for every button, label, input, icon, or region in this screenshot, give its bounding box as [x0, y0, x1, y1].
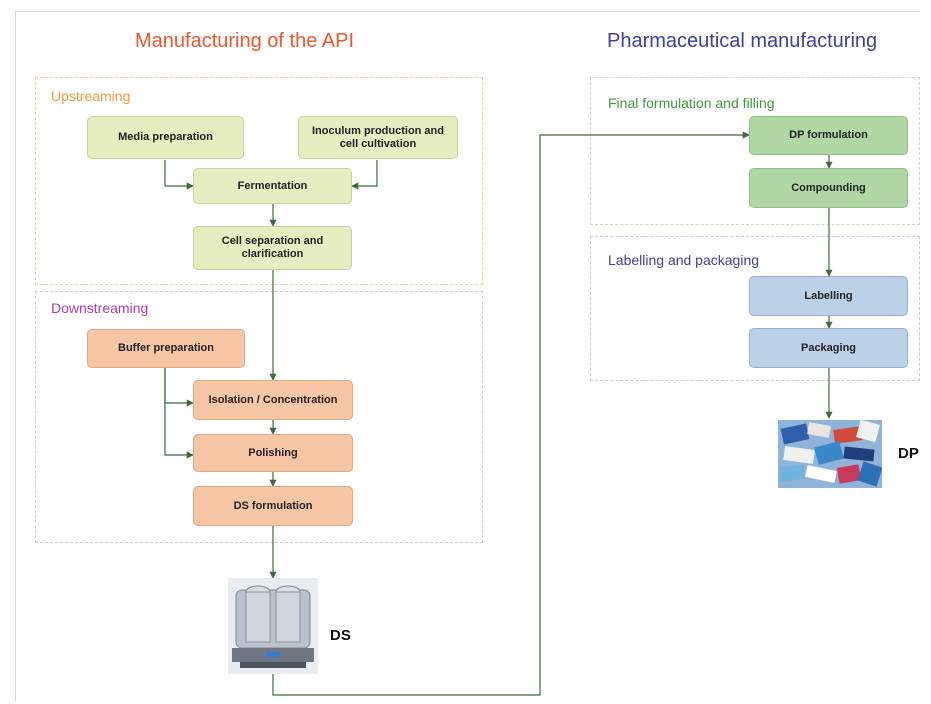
arrow-buffer-to-polishing: [164, 368, 194, 459]
arrow-buffer-to-isolation: [164, 368, 194, 407]
diagram-frame: [15, 11, 920, 701]
arrow-inoculum-to-fermentation: [351, 160, 378, 190]
section-final-formulation: [590, 77, 920, 225]
step-buffer-preparation: Buffer preparation: [87, 329, 245, 368]
step-cell-separation: Cell separation and clarification: [193, 226, 352, 270]
heading-pharma: Pharmaceutical manufacturing: [607, 30, 878, 52]
step-dp-formulation: DP formulation: [749, 116, 908, 155]
step-inoculum-production: Inoculum production and cell cultivation: [298, 116, 458, 159]
section-label-downstreaming: Downstreaming: [51, 300, 149, 316]
connector-ds-to-dp-formulation: [272, 131, 750, 696]
step-packaging: Packaging: [749, 328, 908, 368]
section-label-upstreaming: Upstreaming: [51, 88, 131, 104]
step-polishing: Polishing: [193, 434, 353, 472]
dp-label: DP: [898, 445, 919, 462]
arrow-media-to-fermentation: [164, 160, 194, 190]
heading-api: Manufacturing of the API: [135, 30, 355, 52]
step-media-preparation: Media preparation: [87, 116, 244, 159]
step-compounding: Compounding: [749, 168, 908, 208]
ds-label: DS: [330, 627, 351, 644]
section-downstreaming: [35, 291, 483, 543]
step-labelling: Labelling: [749, 276, 908, 316]
section-label-labelling-packaging: Labelling and packaging: [608, 252, 760, 268]
section-upstreaming: [35, 77, 483, 285]
step-isolation-concentration: Isolation / Concentration: [193, 380, 353, 420]
section-label-final-formulation: Final formulation and filling: [608, 95, 775, 111]
step-fermentation: Fermentation: [193, 168, 352, 204]
ds-equipment-image: [228, 578, 318, 674]
section-labelling-packaging: [590, 236, 920, 381]
dp-products-image: [778, 420, 882, 488]
step-ds-formulation: DS formulation: [193, 486, 353, 526]
